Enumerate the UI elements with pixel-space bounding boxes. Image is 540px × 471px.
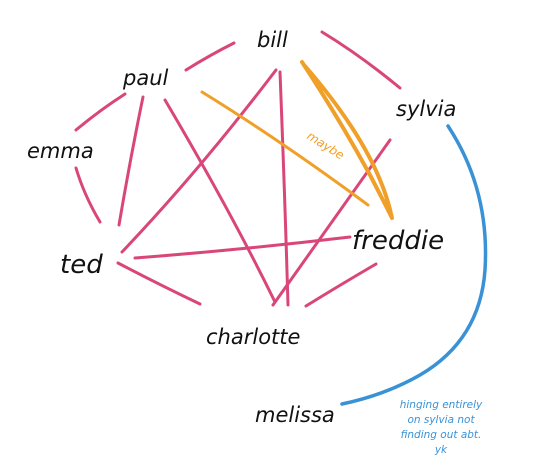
stroke-paul-bill	[184, 41, 236, 72]
note-melissa-line-2: on sylvia not	[407, 414, 475, 426]
node-sylvia: sylvia	[396, 97, 456, 121]
stroke-bill-sylvia	[320, 30, 402, 90]
stroke-emma-paul	[74, 92, 127, 132]
note-melissa-line-3: finding out abt.	[401, 429, 482, 441]
node-freddie: freddie	[352, 226, 444, 256]
node-charlotte: charlotte	[206, 325, 300, 349]
stroke-bill-ted	[120, 68, 278, 254]
note-melissa-line-4: yk	[434, 444, 448, 456]
stroke-sylvia-charlotte	[271, 138, 392, 307]
stroke-paul-freddie-maybe	[200, 90, 370, 207]
stroke-ted-charlotte	[116, 261, 202, 306]
node-bill: bill	[257, 28, 288, 52]
stroke-freddie-charlotte	[304, 262, 378, 308]
stroke-emma-ted	[74, 166, 102, 224]
node-ted: ted	[60, 250, 103, 280]
stroke-sylvia-melissa	[340, 124, 488, 406]
node-paul: paul	[122, 66, 169, 90]
stroke-paul-charlotte	[163, 98, 277, 304]
node-emma: emma	[27, 139, 94, 163]
pink-connections	[74, 30, 402, 308]
note-melissa: hinging entirely on sylvia not finding o…	[400, 399, 483, 456]
stroke-bill-freddie	[300, 60, 394, 220]
note-melissa-line-1: hinging entirely	[400, 399, 483, 411]
node-melissa: melissa	[255, 403, 335, 427]
stroke-paul-ted	[117, 95, 145, 227]
stroke-bill-charlotte	[278, 70, 290, 307]
stroke-ted-freddie	[133, 235, 352, 260]
orange-connections	[200, 60, 394, 220]
note-maybe: maybe	[304, 129, 346, 163]
